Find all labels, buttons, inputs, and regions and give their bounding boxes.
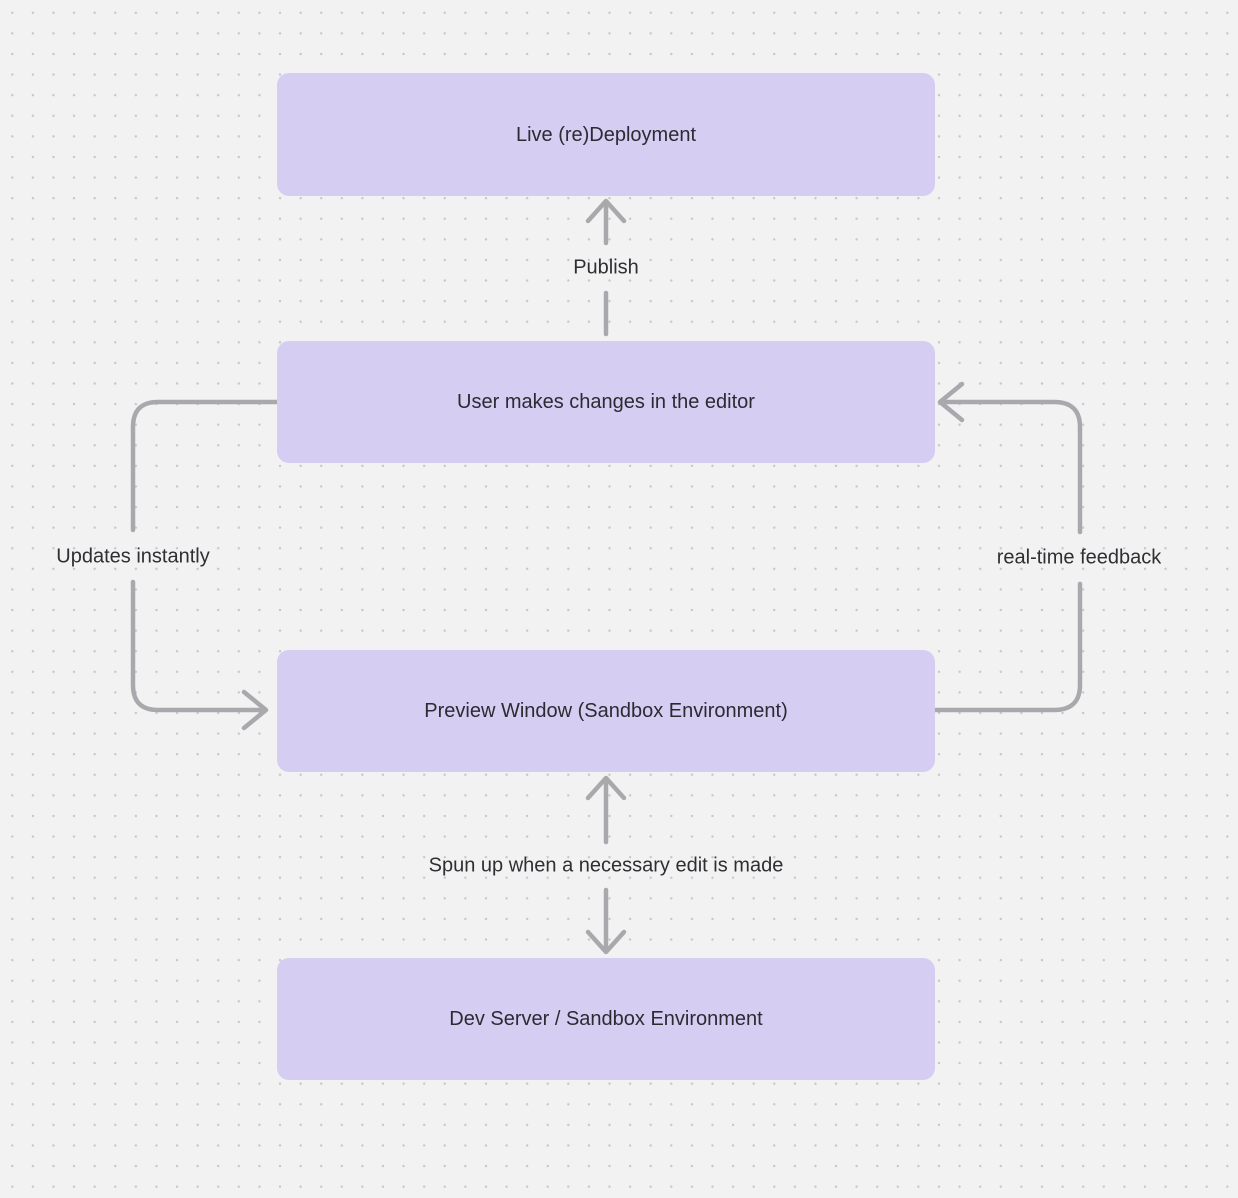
arrow-down-icon [585, 929, 627, 955]
edge-feedback-segment-top [943, 399, 1083, 535]
edge-feedback-segment-bottom [932, 581, 1083, 713]
edge-label-publish: Publish [573, 256, 639, 279]
edge-label-updates-instantly: Updates instantly [56, 545, 210, 568]
edge-label-real-time-feedback: real-time feedback [996, 546, 1162, 569]
arrow-up-icon [585, 198, 627, 224]
edge-updates-segment-bottom [130, 579, 263, 713]
arrow-up-icon [585, 775, 627, 801]
node-preview-window-label: Preview Window (Sandbox Environment) [424, 700, 788, 722]
node-editor: User makes changes in the editor [277, 341, 935, 463]
node-live-deployment-label: Live (re)Deployment [515, 123, 697, 146]
node-preview-window: Preview Window (Sandbox Environment) [277, 650, 935, 772]
arrow-right-icon [241, 689, 269, 731]
edge-label-spun-up: Spun up when a necessary edit is made [428, 854, 784, 877]
node-dev-server: Dev Server / Sandbox Environment [277, 958, 935, 1080]
arrow-left-icon [937, 381, 965, 423]
node-live-deployment: Live (re)Deployment [277, 73, 935, 196]
node-dev-server-label: Dev Server / Sandbox Environment [449, 1008, 763, 1030]
edge-updates-segment-top [130, 399, 280, 533]
node-editor-label: User makes changes in the editor [457, 391, 755, 413]
